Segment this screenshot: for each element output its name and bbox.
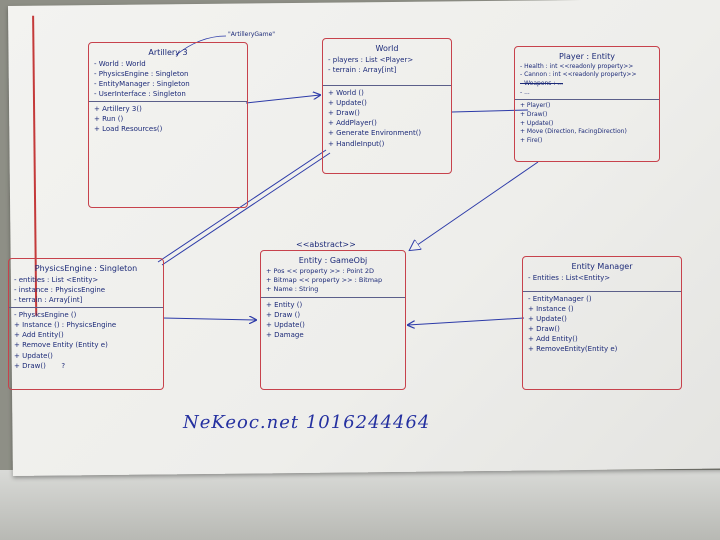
class-method: + HandleInput(): [328, 139, 385, 148]
class-divider: [515, 99, 659, 101]
class-method: + Artillery 3(): [94, 105, 142, 114]
class-method: + AddPlayer(): [328, 119, 377, 128]
class-method: + Damage: [266, 331, 304, 340]
class-attribute: - terrain : Array[int]: [328, 65, 397, 74]
class-title: PhysicsEngine : Singleton: [34, 264, 138, 273]
class-method: + Update(): [266, 321, 305, 330]
class-method: + Fire(): [520, 137, 543, 145]
signature-text: NeKeoc.net 1016244464: [183, 412, 431, 433]
class-method: + Update(): [520, 119, 554, 127]
class-method: + Player(): [520, 102, 551, 110]
class-attribute: + Pos << property >> : Point 2D: [266, 266, 375, 275]
entity-stereotype: <<abstract>>: [296, 240, 356, 249]
link-physics-entity: [162, 318, 256, 320]
link-world-physics-a: [157, 149, 327, 263]
artillery-note: "ArtilleryGame": [228, 31, 276, 38]
class-method: + Draw (): [266, 311, 301, 319]
class-attribute: - ...: [520, 88, 530, 96]
class-attribute: - players : List <Player>: [328, 55, 414, 64]
class-attribute: - Health : int <<readonly property>>: [520, 62, 634, 70]
class-attribute: - EntityManager : Singleton: [94, 79, 190, 88]
class-method: + Update(): [328, 99, 367, 108]
class-divider: [261, 296, 405, 298]
class-box-physics-engine[interactable]: PhysicsEngine : Singleton - entities : L…: [8, 258, 164, 390]
class-method: + Generate Environment(): [328, 129, 422, 138]
class-method: + Add Entity(): [14, 331, 64, 340]
class-attribute: - PhysicsEngine : Singleton: [94, 69, 189, 78]
class-title: World: [375, 44, 399, 53]
class-attribute: - UserInterface : Singleton: [94, 90, 186, 99]
class-method: + World (): [328, 88, 364, 97]
class-attribute: - Weapons : ...: [520, 79, 563, 87]
desk-background: [0, 470, 720, 540]
class-attribute: - Cannon : int <<readonly property>>: [520, 71, 637, 79]
class-method: + Move (Direction, FacingDirection): [520, 128, 627, 136]
class-title: Player : Entity: [558, 52, 616, 61]
class-box-entity[interactable]: Entity : GameObj + Pos << property >> : …: [260, 250, 406, 390]
class-attribute: - entities : List <Entity>: [14, 275, 99, 284]
class-box-artillery[interactable]: Artillery 3 - World : World - PhysicsEng…: [88, 42, 248, 208]
link-artillery-world: [245, 95, 320, 104]
class-attribute: - Entities : List<Entity>: [528, 273, 611, 282]
class-title: Entity : GameObj: [298, 256, 368, 265]
class-method: + Instance () : PhysicsEngine: [14, 321, 117, 330]
class-box-world[interactable]: World - players : List <Player> - terrai…: [322, 38, 452, 174]
class-box-entity-manager[interactable]: Entity Manager - Entities : List<Entity>…: [522, 256, 682, 390]
note-leader: [175, 35, 227, 56]
link-player-entity: [410, 161, 539, 250]
class-divider: [523, 290, 681, 292]
link-world-player: [451, 109, 529, 113]
class-divider: [89, 101, 247, 103]
class-box-player[interactable]: Player : Entity - Health : int <<readonl…: [514, 46, 660, 162]
class-title: Artillery 3: [148, 48, 188, 57]
class-attribute: + Bitmap << property >> : Bitmap: [266, 276, 383, 285]
class-method: + RemoveEntity(Entity e): [528, 345, 618, 354]
class-method: + Update(): [14, 351, 53, 360]
class-method: + Remove Entity (Entity e): [14, 341, 108, 350]
class-method: + Draw(): [328, 109, 360, 118]
class-method: + Draw(): [528, 325, 560, 334]
class-method: + Draw() ?: [14, 361, 66, 370]
class-attribute: + Name : String: [266, 285, 319, 294]
class-method: - EntityManager (): [528, 294, 592, 303]
question-mark: ?: [61, 361, 66, 370]
class-divider: [323, 84, 451, 86]
class-method: + Entity (): [266, 300, 303, 309]
class-method: + Run (): [94, 115, 124, 124]
link-entitymanager-entity: [408, 317, 525, 325]
class-attribute: - terrain : Array[int]: [14, 295, 83, 304]
class-attribute: - World : World: [94, 59, 146, 68]
class-method: + Load Resources(): [94, 125, 163, 134]
class-attribute: - instance : PhysicsEngine: [14, 285, 106, 294]
class-method: + Instance (): [528, 304, 574, 313]
class-method: - PhysicsEngine (): [14, 311, 77, 320]
class-method: + Draw(): [520, 111, 548, 119]
class-divider: [9, 307, 163, 309]
class-title: Entity Manager: [571, 262, 633, 271]
class-method: + Update(): [528, 315, 567, 324]
link-world-physics-b: [161, 152, 331, 266]
class-method: + Add Entity(): [528, 335, 578, 344]
